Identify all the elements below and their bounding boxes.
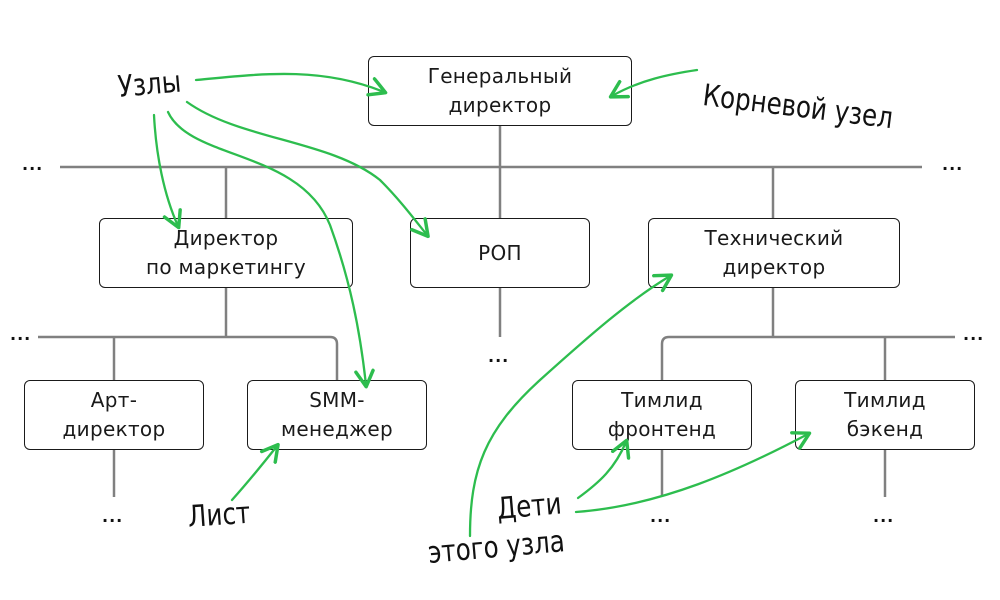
node-rop-line1: РОП [478,240,522,265]
node-tl-front-line2: фронтенд [607,417,717,441]
node-art-director: Арт- директор [24,380,204,450]
arrow-nodes-to-rop [185,100,430,239]
ellipsis-cmo-children-left: ... [10,325,32,344]
ellipsis-tl-front-children: ... [650,507,672,526]
node-art-line2: директор [62,417,166,441]
arrow-nodes-to-cmo [152,113,182,230]
node-ceo-line2: директор [448,93,552,117]
arrow-children-to-cto [468,273,674,538]
node-teamlead-frontend: Тимлид фронтенд [572,380,752,450]
node-cto-line1: Технический [704,226,844,250]
ellipsis-level1-left: ... [22,155,44,174]
node-tl-front-line1: Тимлид [621,388,703,412]
arrow-leaf-to-smm [230,442,280,502]
ellipsis-tl-back-children: ... [873,507,895,526]
node-teamlead-backend: Тимлид бэкенд [795,380,975,450]
annotation-leaf: Лист [186,495,252,535]
arrow-children-to-tl-front [576,438,631,500]
cto-children-bus [660,335,955,380]
arrow-root-label-to-ceo [608,68,699,99]
node-ceo: Генеральный директор [368,56,632,126]
annotation-children-line1: Дети [495,486,563,527]
node-smm-manager: SMM- менеджер [247,380,427,450]
ellipsis-art-children: ... [102,507,124,526]
node-smm-line1: SMM- [309,388,365,412]
arrow-children-to-tl-back [574,431,812,514]
node-tl-back-line2: бэкенд [846,417,924,441]
node-art-line1: Арт- [90,388,138,412]
node-cmo-line1: Директор [173,226,279,250]
node-rop: РОП [410,218,590,288]
ellipsis-rop-children: ... [488,347,510,366]
node-cto-line2: директор [722,255,826,279]
node-tl-back-line1: Тимлид [844,388,926,412]
arrow-nodes-to-smm [166,110,375,389]
annotation-nodes: Узлы [116,64,183,105]
arrow-nodes-to-ceo [194,72,388,97]
node-ceo-line1: Генеральный [427,64,573,88]
node-cmo-line2: по маркетингу [145,255,307,279]
cmo-children-bus [38,335,339,380]
ellipsis-level1-right: ... [942,155,964,174]
ellipsis-cto-children-right: ... [963,325,985,344]
node-smm-line2: менеджер [280,417,394,441]
node-cmo: Директор по маркетингу [99,218,353,288]
node-cto: Технический директор [648,218,900,288]
